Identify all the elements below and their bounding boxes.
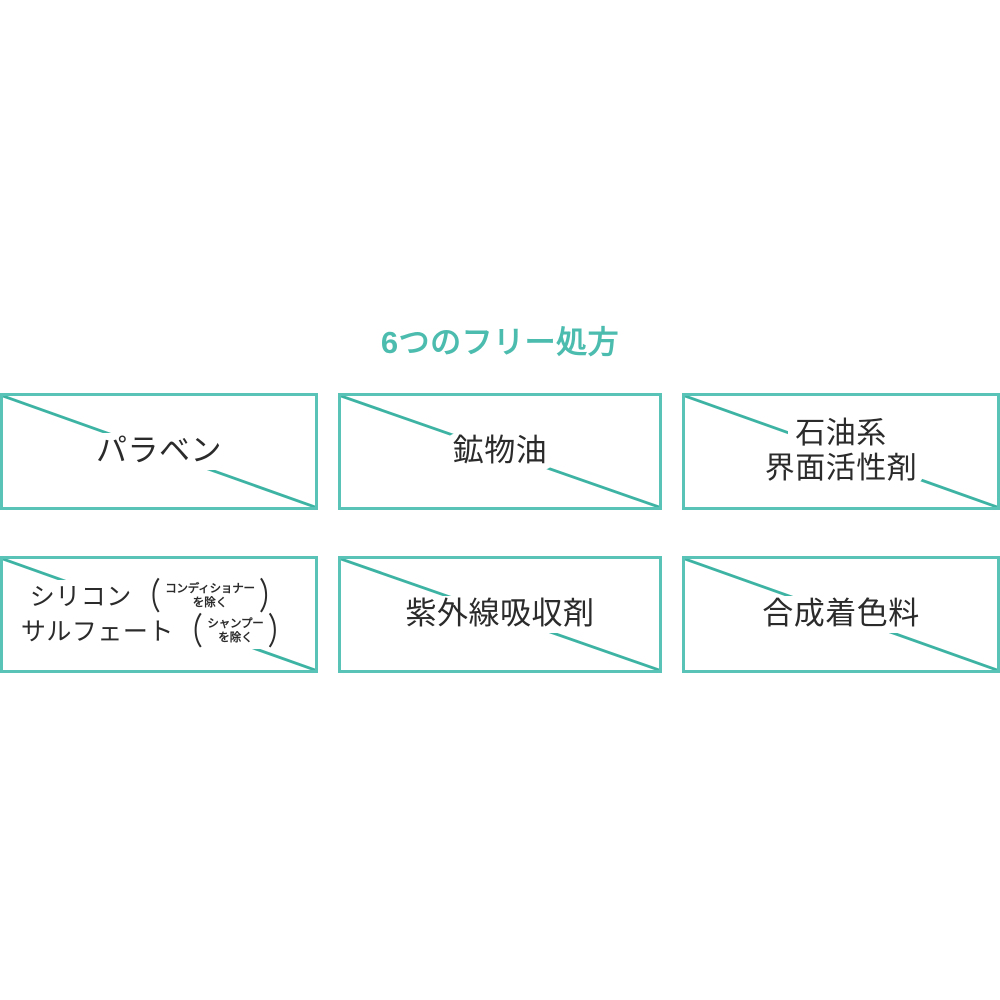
note-bottom: を除く bbox=[192, 597, 228, 610]
free-from-item-label-line: 紫外線吸収剤 bbox=[396, 596, 604, 633]
free-from-item-label-line: 鉱物油 bbox=[443, 433, 557, 470]
free-from-item-label: パラベン bbox=[3, 396, 315, 507]
free-from-item-petroleum-surfactant: 石油系 界面活性剤 bbox=[682, 393, 1000, 510]
paren-open: （ bbox=[133, 576, 162, 617]
note-top: コンディショナー bbox=[165, 583, 255, 596]
free-from-item-paraben: パラベン bbox=[0, 393, 318, 510]
free-from-item-label-line: サルフェート （ シャンプー を除く ） bbox=[16, 611, 302, 652]
paren-open: （ bbox=[175, 611, 204, 652]
silicone-text: シリコン bbox=[29, 582, 132, 611]
free-from-item-label-line: 合成着色料 bbox=[753, 596, 929, 633]
paren-close: ） bbox=[258, 576, 287, 617]
free-from-item-label-line: 石油系 bbox=[788, 417, 894, 452]
free-from-item-label-line: 界面活性剤 bbox=[757, 451, 925, 486]
free-from-item-label-line: シリコン （ コンディショナー を除く ） bbox=[25, 576, 293, 617]
sulfate-exception-note: シャンプー を除く bbox=[205, 618, 265, 645]
free-from-item-synthetic-colorant: 合成着色料 bbox=[682, 556, 1000, 673]
free-from-item-label: 紫外線吸収剤 bbox=[341, 559, 659, 670]
free-from-row-1: パラベン 鉱物油 石油系 界面活性剤 bbox=[0, 393, 1000, 510]
free-from-item-label-line: パラベン bbox=[87, 433, 231, 470]
note-top: シャンプー bbox=[207, 618, 264, 631]
free-from-grid: パラベン 鉱物油 石油系 界面活性剤 bbox=[0, 393, 1000, 673]
free-from-item-label: 鉱物油 bbox=[341, 396, 659, 507]
sulfate-text: サルフェート bbox=[20, 617, 174, 646]
page-title: 6つのフリー処方 bbox=[380, 325, 620, 360]
free-from-item-label: シリコン （ コンディショナー を除く ） サルフェート （ シャンプー bbox=[3, 559, 315, 670]
free-from-item-silicone-sulfate: シリコン （ コンディショナー を除く ） サルフェート （ シャンプー bbox=[0, 556, 318, 673]
free-from-item-uv-absorber: 紫外線吸収剤 bbox=[338, 556, 662, 673]
free-from-row-2: シリコン （ コンディショナー を除く ） サルフェート （ シャンプー bbox=[0, 556, 1000, 673]
note-bottom: を除く bbox=[218, 631, 253, 644]
paren-close: ） bbox=[267, 611, 296, 652]
free-from-item-label: 合成着色料 bbox=[685, 559, 997, 670]
free-from-item-mineral-oil: 鉱物油 bbox=[338, 393, 662, 510]
silicone-exception-note: コンディショナー を除く bbox=[163, 583, 257, 610]
free-from-item-label: 石油系 界面活性剤 bbox=[685, 396, 997, 507]
